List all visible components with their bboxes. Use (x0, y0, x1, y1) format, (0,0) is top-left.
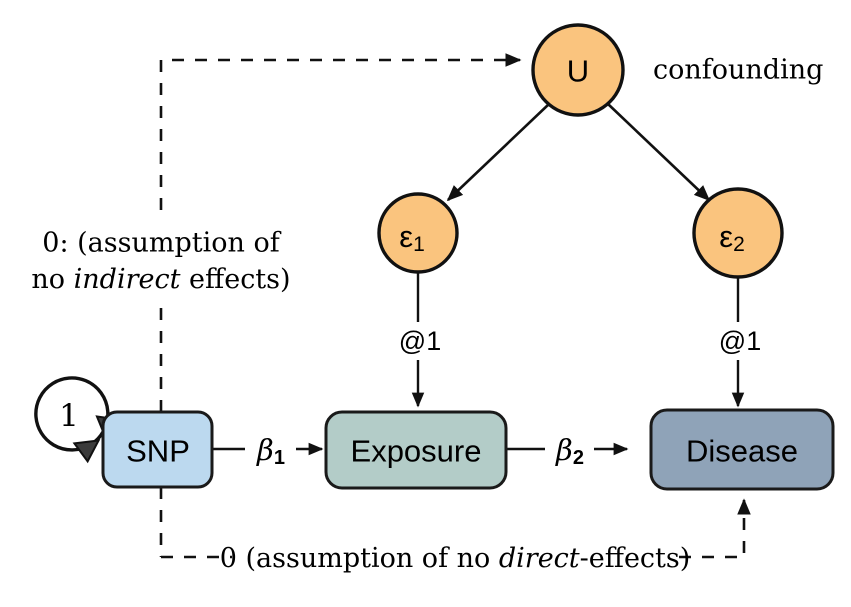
edge-snp-to-exposure: β1 (212, 433, 324, 469)
direct-assumption-label: 0 (assumption of no direct-effects) (220, 543, 691, 574)
node-u-label: U (567, 54, 589, 89)
node-u[interactable]: U (531, 23, 625, 117)
indirect-assumption-line2: no indirect effects) (31, 264, 290, 295)
node-snp-label: SNP (126, 434, 190, 469)
epsilon2-loading-label: @1 (719, 326, 761, 356)
beta1-label: β1 (256, 433, 285, 469)
node-exposure[interactable]: Exposure (324, 410, 508, 490)
edge-u-to-epsilon1 (446, 103, 550, 202)
node-epsilon2[interactable]: ε2 (692, 187, 784, 279)
beta2-label: β2 (555, 433, 584, 469)
direct-effect-dashed-path (161, 498, 751, 559)
confounding-label: confounding (653, 55, 823, 86)
node-disease[interactable]: Disease (649, 408, 835, 491)
node-exposure-label: Exposure (351, 434, 482, 469)
indirect-assumption-line1: 0: (assumption of (42, 228, 281, 259)
node-snp[interactable]: SNP (101, 410, 214, 489)
node-disease-label: Disease (686, 434, 798, 469)
node-epsilon1[interactable]: ε1 (377, 192, 459, 274)
node-epsilon1-label: ε1 (399, 219, 425, 256)
node-epsilon2-label: ε2 (719, 219, 745, 256)
edge-u-to-epsilon2 (607, 103, 711, 202)
edge-exposure-to-disease: β2 (505, 433, 629, 469)
loop-arrowhead-bottom (72, 439, 101, 464)
edge-epsilon2-to-disease: @1 (719, 277, 761, 408)
epsilon1-loading-label: @1 (399, 326, 441, 356)
edge-epsilon1-to-exposure: @1 (399, 271, 441, 408)
indirect-effect-dashed-path (159, 53, 522, 210)
snp-variance-label: 1 (59, 398, 79, 434)
